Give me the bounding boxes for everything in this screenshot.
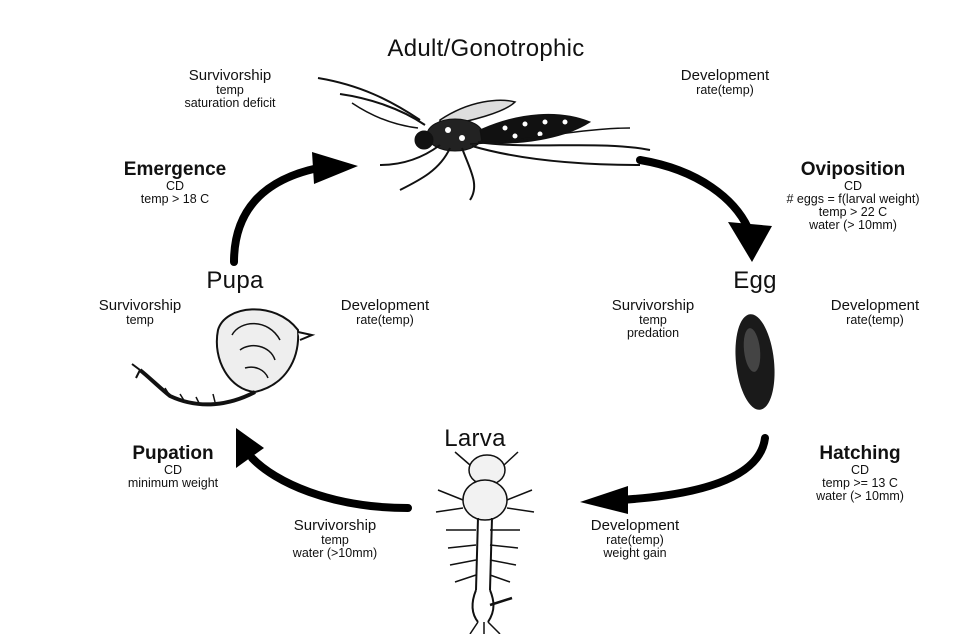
pupation-title: Pupation [132, 443, 214, 464]
pupation-block: Pupation CD minimum weight [88, 444, 258, 490]
pupation-line: minimum weight [127, 476, 219, 491]
larva-development-line: rate(temp) [606, 532, 664, 547]
hatching-line: water (> 10mm) [816, 489, 904, 504]
egg-development-label: Development [830, 297, 920, 314]
adult-survivorship-line: saturation deficit [184, 95, 276, 110]
emergence-line: temp > 18 C [140, 192, 210, 207]
arrow-pupa-to-adult [230, 152, 358, 266]
pupa-development-line: rate(temp) [356, 312, 414, 327]
adult-development-label: Development [680, 67, 770, 84]
emergence-line: CD [165, 178, 185, 193]
oviposition-block: Oviposition CD # eggs = f(larval weight)… [753, 160, 953, 232]
oviposition-line: # eggs = f(larval weight) [786, 192, 920, 207]
pupa-illustration [131, 308, 316, 407]
oviposition-line: CD [843, 178, 863, 193]
egg-survivorship-block: Survivorship temp predation [578, 298, 728, 340]
hatching-title: Hatching [819, 443, 901, 464]
adult-survivorship-block: Survivorship temp saturation deficit [140, 68, 320, 110]
pupa-survivorship-line: temp [126, 312, 154, 327]
egg-survivorship-label: Survivorship [611, 297, 695, 314]
larva-survivorship-line: temp [321, 532, 349, 547]
egg-development-line: rate(temp) [846, 312, 904, 327]
larva-illustration [435, 451, 535, 634]
egg-stage-title: Egg [733, 267, 777, 294]
hatching-line: CD [850, 462, 870, 477]
pupa-development-label: Development [340, 297, 430, 314]
oviposition-line: water (> 10mm) [809, 218, 897, 233]
emergence-title: Emergence [123, 159, 227, 180]
hatching-line: temp >= 13 C [822, 476, 898, 491]
pupa-stage-title: Pupa [206, 267, 264, 294]
egg-survivorship-line: predation [626, 325, 680, 340]
egg-illustration [735, 314, 775, 410]
egg-development-block: Development rate(temp) [800, 298, 950, 327]
adult-development-line: rate(temp) [696, 82, 754, 97]
adult-development-block: Development rate(temp) [640, 68, 810, 97]
oviposition-line: temp > 22 C [818, 205, 888, 220]
adult-stage-title: Adult/Gonotrophic [387, 35, 585, 62]
arrow-larva-to-pupa [236, 428, 412, 512]
larva-development-block: Development rate(temp) weight gain [555, 518, 715, 560]
larva-stage-title: Larva [444, 425, 506, 452]
adult-survivorship-label: Survivorship [188, 67, 272, 84]
pupa-survivorship-label: Survivorship [98, 297, 182, 314]
emergence-block: Emergence CD temp > 18 C [80, 160, 270, 206]
egg-survivorship-line: temp [639, 312, 667, 327]
pupation-line: CD [163, 462, 183, 477]
hatching-block: Hatching CD temp >= 13 C water (> 10mm) [780, 444, 940, 503]
arrow-adult-to-egg [636, 156, 772, 262]
adult-survivorship-line: temp [216, 82, 244, 97]
pupa-survivorship-block: Survivorship temp [65, 298, 215, 327]
adult-mosquito-illustration [317, 77, 651, 201]
oviposition-title: Oviposition [800, 159, 906, 180]
larva-development-label: Development [590, 517, 680, 534]
larva-development-line: weight gain [603, 545, 667, 560]
larva-survivorship-block: Survivorship temp water (>10mm) [255, 518, 415, 560]
arrow-egg-to-larva [580, 434, 769, 514]
larva-survivorship-line: water (>10mm) [292, 545, 378, 560]
pupa-development-block: Development rate(temp) [305, 298, 465, 327]
larva-survivorship-label: Survivorship [293, 517, 377, 534]
